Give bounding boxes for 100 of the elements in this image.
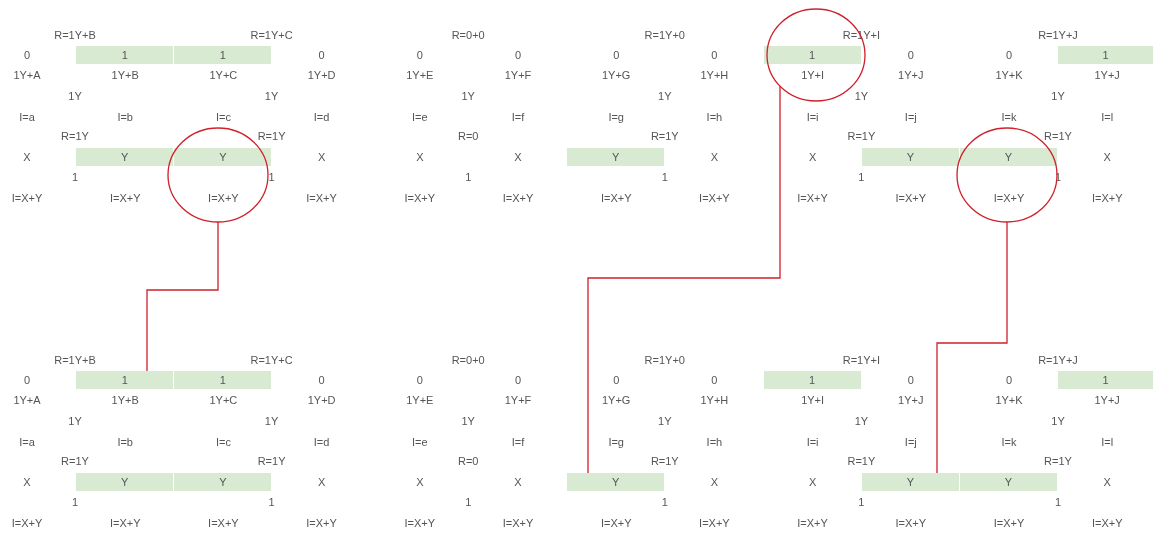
highlighted-cell: 1	[174, 46, 272, 64]
value-label: 1	[268, 495, 275, 509]
value-label: X	[710, 475, 719, 489]
formula-label: 1Y+G	[601, 393, 631, 407]
value-label: 0	[613, 373, 620, 387]
value-label: X	[416, 475, 424, 489]
formula-label: R=1Y+B	[54, 28, 96, 42]
highlighted-cell: Y	[76, 473, 174, 491]
formula-label: 1Y+C	[209, 68, 238, 82]
value-label: 0	[23, 373, 31, 387]
formula-label: I=a	[19, 110, 35, 124]
formula-label: 1Y+H	[700, 393, 729, 407]
formula-label: I=j	[904, 435, 917, 449]
formula-label: I=e	[412, 110, 428, 124]
formula-label: R=1Y	[61, 129, 89, 143]
formula-label: R=1Y+0	[644, 28, 685, 42]
formula-label: R=1Y	[257, 129, 286, 143]
formula-label: I=X+Y	[797, 191, 828, 205]
value-label: 0	[711, 373, 718, 387]
value-label: 0	[907, 48, 914, 62]
formula-label: I=X+Y	[699, 516, 730, 530]
formula-label: 1Y+I	[801, 68, 825, 82]
highlighted-cell: 1	[763, 371, 861, 389]
formula-label: 1Y+A	[13, 68, 41, 82]
formula-label: 1Y+E	[406, 393, 434, 407]
formula-label: I=X+Y	[306, 191, 337, 205]
formula-label: I=b	[117, 110, 133, 124]
formula-label: R=1Y+J	[1038, 353, 1078, 367]
formula-label: I=h	[706, 435, 723, 449]
formula-label: I=X+Y	[404, 516, 436, 530]
highlighted-cell: Y	[567, 473, 665, 491]
formula-label: I=X+Y	[600, 191, 632, 205]
value-label: 1Y	[1051, 89, 1065, 103]
value-label: 1Y	[68, 414, 82, 428]
value-label: X	[1103, 150, 1111, 164]
value-label: 1	[661, 170, 668, 184]
formula-label: I=c	[215, 110, 231, 124]
formula-label: 1Y+B	[111, 68, 139, 82]
formula-label: 1Y+C	[209, 393, 238, 407]
formula-label: I=X+Y	[11, 191, 43, 205]
value-label: X	[710, 150, 719, 164]
formula-label: 1Y+E	[406, 68, 434, 82]
formula-label: I=g	[608, 435, 624, 449]
highlighted-cell: 1	[1058, 371, 1153, 389]
formula-label: R=1Y+I	[842, 353, 881, 367]
formula-label: I=b	[117, 435, 133, 449]
value-label: 1Y	[264, 414, 279, 428]
formula-label: R=1Y+0	[644, 353, 685, 367]
value-label: 1Y	[658, 414, 672, 428]
formula-label: R=1Y+B	[54, 353, 96, 367]
formula-label: R=1Y	[847, 129, 876, 143]
value-label: 1Y	[461, 89, 475, 103]
value-label: X	[514, 475, 522, 489]
formula-label: I=X+Y	[306, 516, 337, 530]
value-label: 0	[1005, 48, 1013, 62]
formula-label: I=X+Y	[502, 516, 534, 530]
formula-label: R=1Y	[847, 454, 876, 468]
formula-label: I=e	[412, 435, 428, 449]
value-label: X	[23, 475, 31, 489]
formula-label: I=k	[1001, 110, 1017, 124]
value-label: 1	[465, 170, 472, 184]
formula-label: I=c	[215, 435, 231, 449]
value-label: 1	[661, 495, 668, 509]
value-label: 1	[1054, 495, 1062, 509]
value-label: 1Y	[68, 89, 82, 103]
value-label: 0	[318, 373, 325, 387]
formula-label: 1Y+H	[700, 68, 729, 82]
formula-label: 1Y+K	[995, 68, 1023, 82]
formula-label: 1Y+J	[898, 68, 924, 82]
formula-label: I=X+Y	[11, 516, 43, 530]
formula-label: R=1Y	[61, 454, 89, 468]
formula-label: I=X+Y	[797, 516, 828, 530]
formula-label: R=0	[457, 129, 479, 143]
value-label: X	[808, 475, 817, 489]
value-label: 1	[858, 170, 865, 184]
value-label: 1	[71, 495, 79, 509]
formula-label: R=1Y	[650, 129, 679, 143]
formula-label: I=k	[1001, 435, 1017, 449]
formula-label: I=X+Y	[993, 516, 1025, 530]
formula-label: I=X+Y	[502, 191, 534, 205]
value-label: X	[808, 150, 817, 164]
formula-label: 1Y+F	[504, 68, 532, 82]
formula-label: I=X+Y	[895, 516, 927, 530]
value-label: 0	[23, 48, 31, 62]
formula-label: I=X+Y	[109, 191, 141, 205]
highlighted-cell: 1	[174, 371, 272, 389]
value-label: 0	[907, 373, 914, 387]
formula-label: R=0	[457, 454, 479, 468]
value-label: 1Y	[264, 89, 279, 103]
value-label: X	[23, 150, 31, 164]
formula-label: I=X+Y	[208, 191, 239, 205]
formula-label: I=l	[1101, 435, 1114, 449]
connector-line	[146, 221, 219, 372]
formula-label: I=X+Y	[208, 516, 239, 530]
formula-label: I=l	[1101, 110, 1114, 124]
connector-line	[936, 221, 1008, 474]
formula-label: I=X+Y	[109, 516, 141, 530]
formula-label: R=1Y+J	[1038, 28, 1078, 42]
highlighted-cell: Y	[174, 473, 272, 491]
formula-label: 1Y+K	[995, 393, 1023, 407]
